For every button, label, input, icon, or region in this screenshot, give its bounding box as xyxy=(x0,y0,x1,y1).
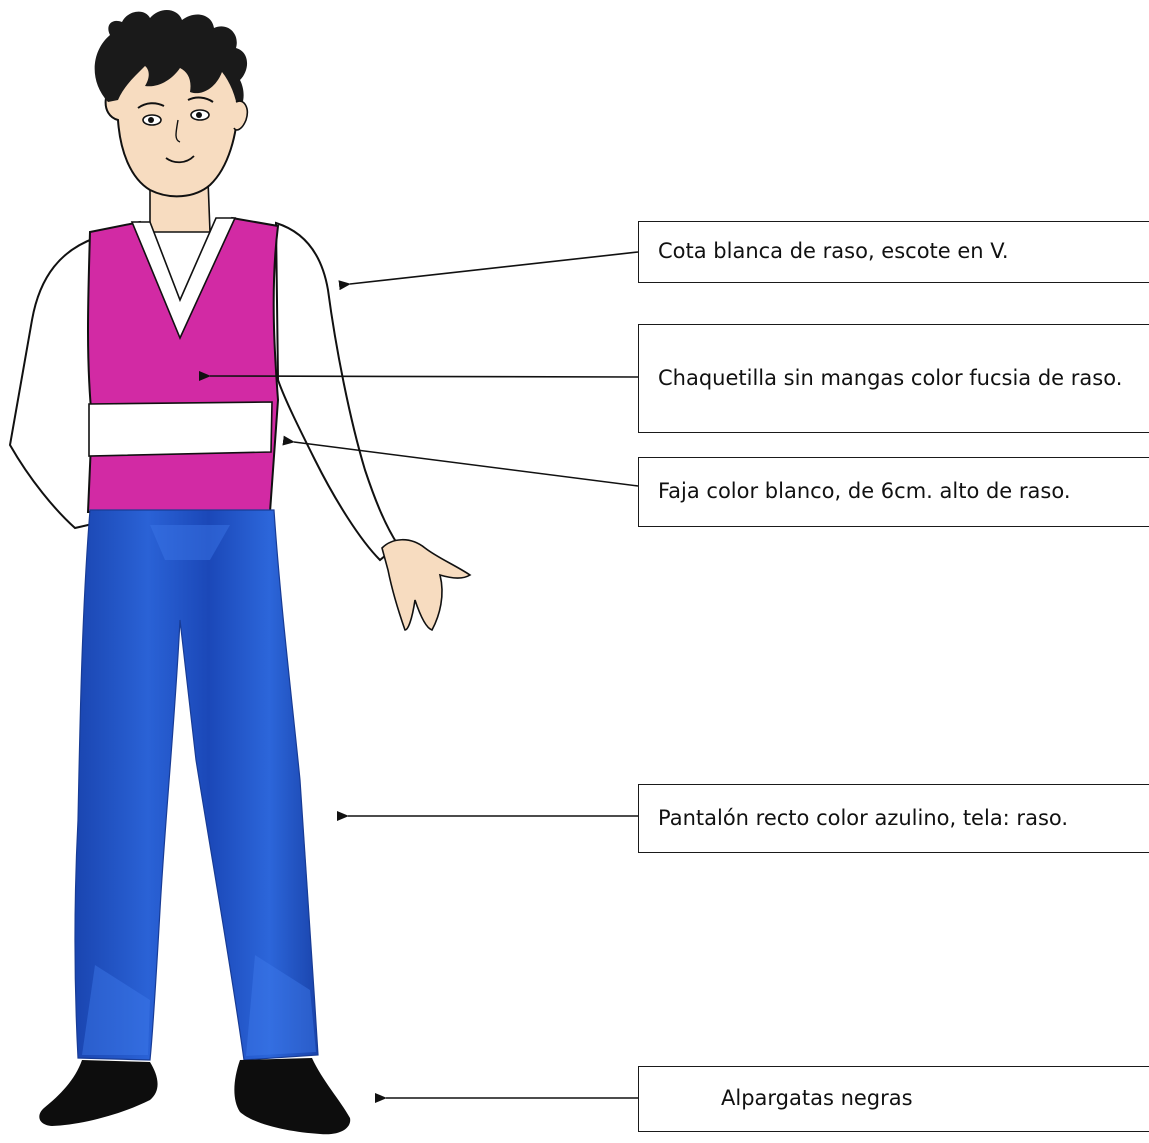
label-chaquetilla: Chaquetilla sin mangas color fucsia de r… xyxy=(638,324,1149,433)
vest xyxy=(88,218,278,512)
left-shoe xyxy=(39,1060,157,1126)
label-alpargatas: Alpargatas negras xyxy=(638,1066,1149,1132)
sash xyxy=(89,402,272,456)
right-sleeve xyxy=(276,223,398,560)
right-shoe xyxy=(234,1058,350,1134)
label-alpargatas-text: Alpargatas negras xyxy=(721,1082,913,1116)
right-pupil xyxy=(196,112,202,118)
label-chaquetilla-text: Chaquetilla sin mangas color fucsia de r… xyxy=(658,362,1122,396)
ear xyxy=(234,101,247,130)
arrow-chaquetilla xyxy=(210,376,638,377)
label-cota-text: Cota blanca de raso, escote en V. xyxy=(658,235,1009,269)
label-pantalon: Pantalón recto color azulino, tela: raso… xyxy=(638,784,1149,853)
label-pantalon-text: Pantalón recto color azulino, tela: raso… xyxy=(658,802,1068,836)
right-hand xyxy=(382,540,470,630)
arrow-cota xyxy=(350,252,638,284)
label-faja: Faja color blanco, de 6cm. alto de raso. xyxy=(638,457,1149,527)
label-cota: Cota blanca de raso, escote en V. xyxy=(638,221,1149,283)
left-pupil xyxy=(148,117,154,123)
label-faja-text: Faja color blanco, de 6cm. alto de raso. xyxy=(658,475,1071,509)
